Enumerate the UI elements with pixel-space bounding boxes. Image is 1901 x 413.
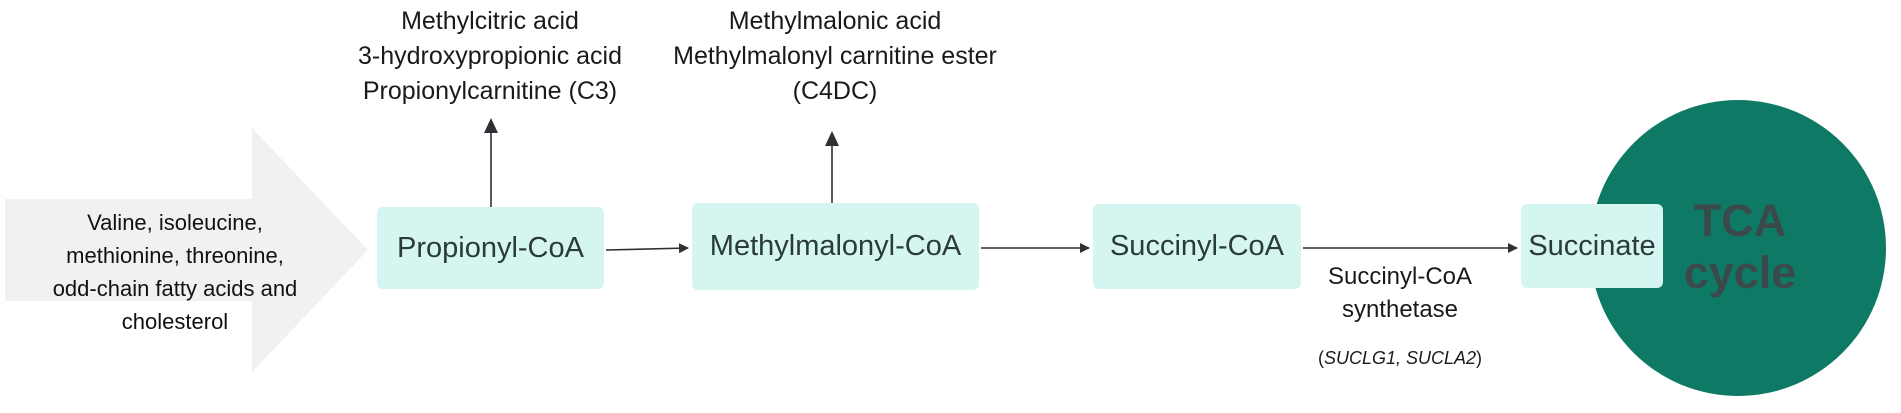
- enzyme-line-2: synthetase: [1341, 296, 1459, 323]
- input-line-2: methionine, threonine,: [66, 243, 284, 268]
- node-succinate: Succinate: [1521, 204, 1663, 288]
- propionyl-product-2: 3-hydroxypropionic acid: [357, 42, 623, 70]
- methylmalonyl-product-3: (C4DC): [792, 77, 878, 105]
- node-propionyl-coa-label: Propionyl-CoA: [397, 231, 584, 264]
- propionyl-product-1: Methylcitric acid: [401, 7, 579, 35]
- genes-close-paren: ): [1476, 348, 1483, 368]
- enzyme-genes-label: (SUCLG1, SUCLA2): [1270, 346, 1530, 370]
- tca-line-1: TCA: [1693, 195, 1787, 246]
- node-succinate-label: Succinate: [1528, 229, 1656, 262]
- input-line-3: odd-chain fatty acids and: [52, 276, 298, 301]
- genes-names: SUCLG1, SUCLA2: [1323, 348, 1477, 368]
- methylmalonyl-product-2: Methylmalonyl carnitine ester: [673, 42, 997, 70]
- propionyl-product-3: Propionylcarnitine (C3): [362, 77, 618, 105]
- input-substrates-label: Valine, isoleucine, methionine, threonin…: [10, 206, 340, 338]
- node-methylmalonyl-coa: Methylmalonyl-CoA: [692, 203, 979, 290]
- node-succinyl-coa-label: Succinyl-CoA: [1109, 230, 1285, 262]
- enzyme-label: Succinyl-CoA synthetase: [1280, 260, 1520, 326]
- genes-open-paren: (: [1317, 348, 1324, 368]
- enzyme-line-1: Succinyl-CoA: [1327, 263, 1473, 290]
- input-line-1: Valine, isoleucine,: [87, 210, 263, 235]
- arrowhead-methylmalonyl-up: [825, 131, 839, 146]
- input-arrow-shape: [5, 128, 368, 372]
- tca-cycle-label: TCA cycle: [1655, 195, 1825, 299]
- node-methylmalonyl-coa-label: Methylmalonyl-CoA: [709, 230, 962, 262]
- propionyl-products-label: Methylcitric acid 3-hydroxypropionic aci…: [330, 4, 650, 109]
- tca-cycle-circle: [1590, 100, 1886, 396]
- methylmalonyl-product-1: Methylmalonic acid: [728, 7, 942, 35]
- arrowhead-propionyl-up: [484, 118, 498, 133]
- arrow-propionyl-to-methylmalonyl: [605, 243, 689, 254]
- tca-line-2: cycle: [1683, 247, 1797, 298]
- node-succinyl-coa: Succinyl-CoA: [1093, 204, 1301, 289]
- methylmalonyl-products-label: Methylmalonic acid Methylmalonyl carniti…: [660, 4, 1010, 109]
- node-propionyl-coa: Propionyl-CoA: [377, 207, 604, 289]
- input-line-4: cholesterol: [121, 309, 229, 334]
